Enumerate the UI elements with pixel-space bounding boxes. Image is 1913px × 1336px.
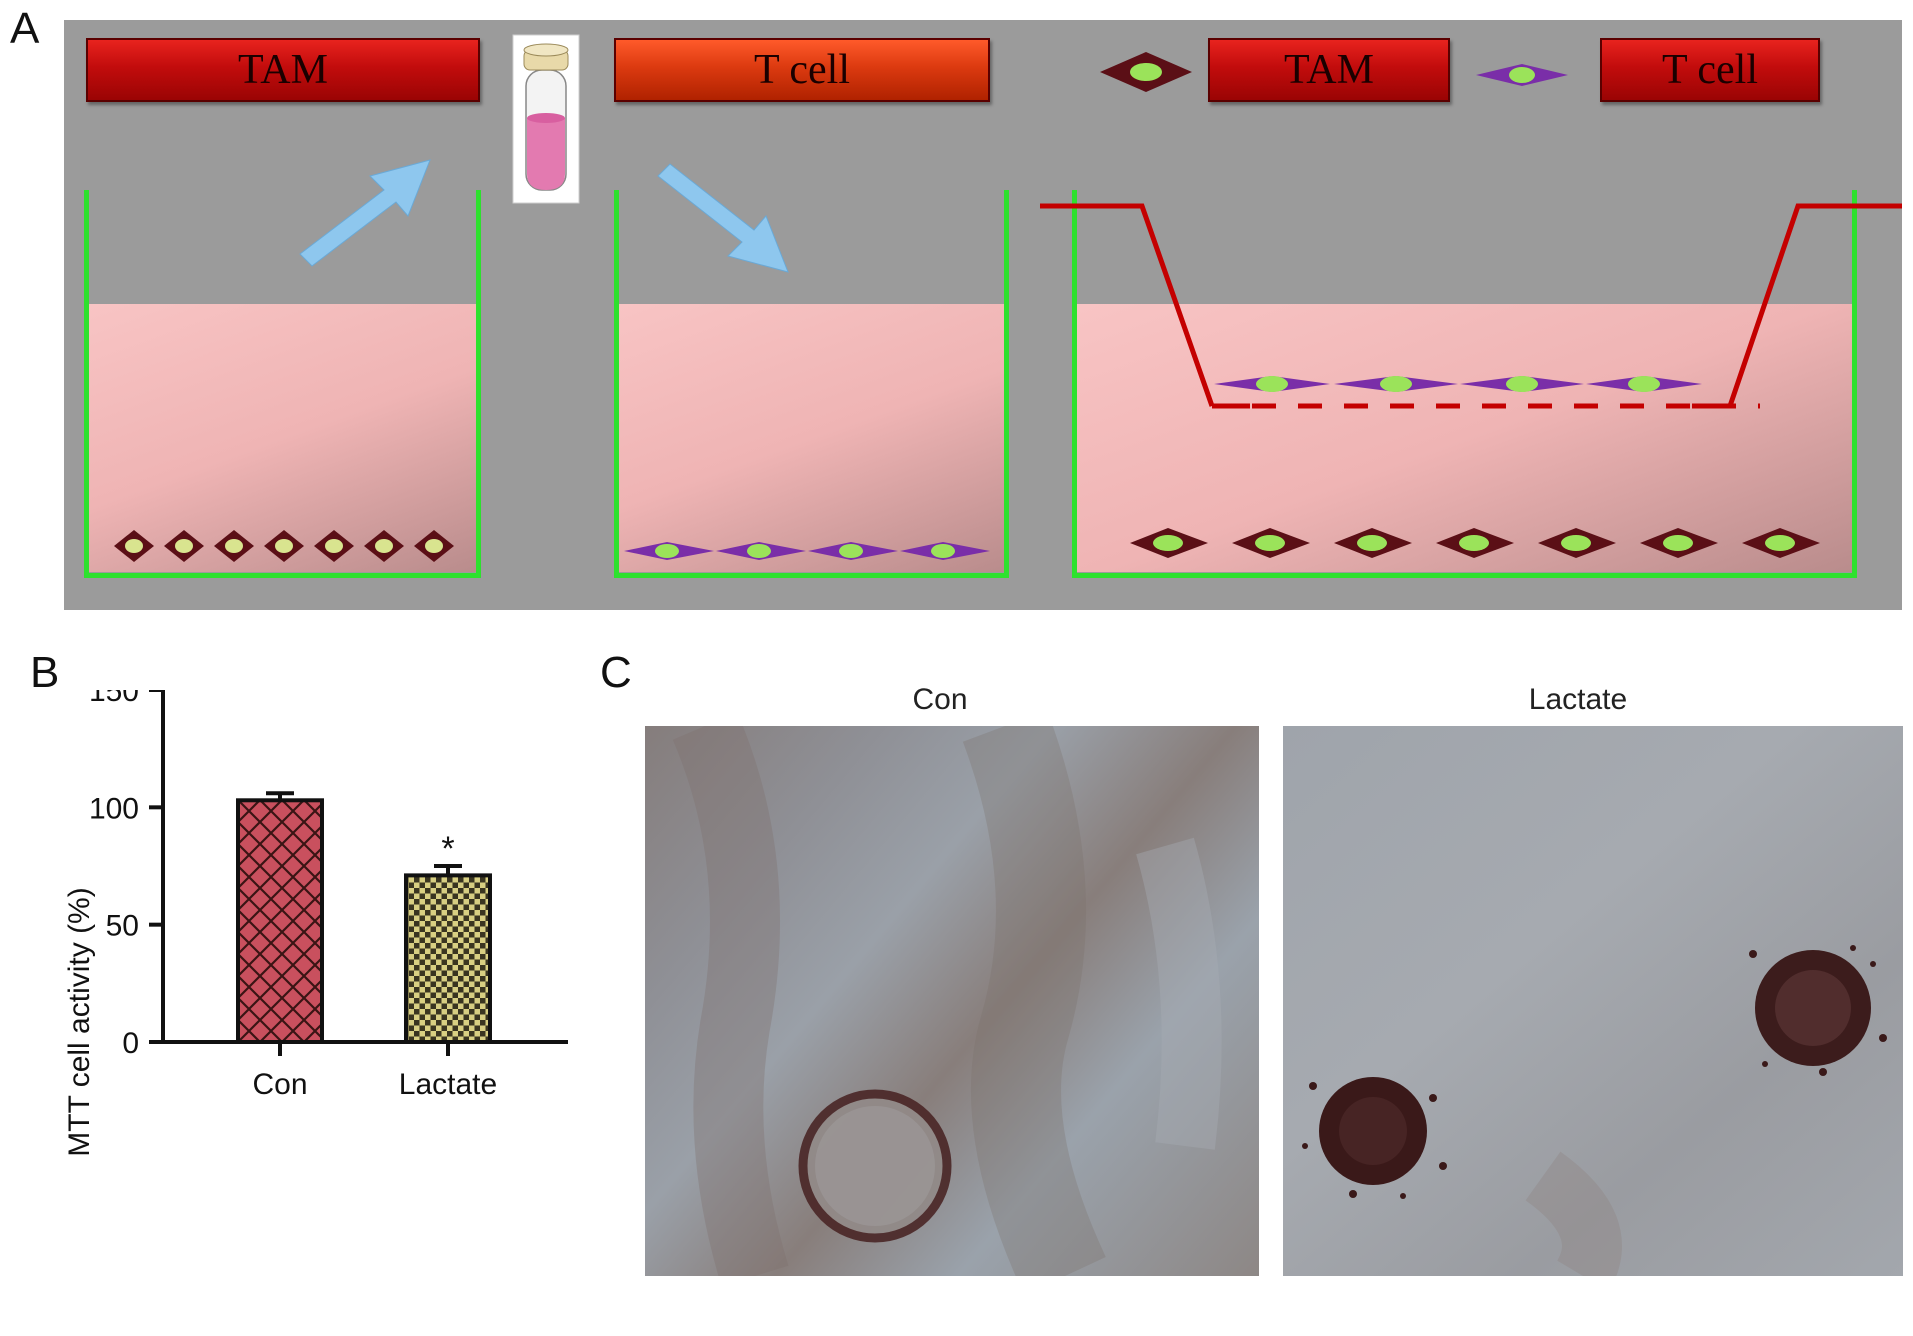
banner-tam-2: TAM [1208, 38, 1450, 102]
y-tick-label-2: 100 [89, 792, 139, 825]
image-label-con: Con [912, 683, 968, 716]
significance-marker-lactate: * [441, 830, 454, 868]
bar-lactate [404, 873, 492, 1044]
micrograph-lactate [1283, 726, 1903, 1276]
well-1-right-wall [476, 190, 481, 578]
arrow-up-right-icon [299, 159, 431, 267]
tam-cell-legend-icon [1100, 52, 1192, 92]
well-1-medium [86, 304, 476, 572]
x-tick-label-lactate: Lactate [399, 1068, 497, 1101]
well-3-medium [1076, 304, 1854, 572]
conditioned-medium-tube-icon [512, 34, 580, 204]
y-tick-label-3: 150 [89, 690, 139, 708]
coculture-schematic: TAM T cell TAM T cell [64, 20, 1902, 610]
y-tick-label-0: 0 [122, 1027, 139, 1060]
bar-con [236, 798, 324, 1044]
panel-label-b: B [30, 648, 60, 697]
well-3-right-wall [1852, 190, 1857, 578]
well-3-tam-cells [1130, 528, 1820, 558]
x-tick-label-con: Con [252, 1068, 307, 1101]
banner-tcell-2: T cell [1600, 38, 1820, 102]
panel-label-c: C [600, 648, 632, 697]
banner-tcell-1: T cell [614, 38, 990, 102]
well-2-medium [616, 304, 1004, 572]
t-cell-legend-icon [1476, 64, 1568, 86]
y-tick-label-1: 50 [106, 910, 139, 943]
well-2-bottom [614, 573, 1009, 578]
arrow-down-right-icon [657, 163, 789, 273]
well-1-bottom [84, 573, 481, 578]
transwell-insert [1040, 203, 1902, 409]
well-2-right-wall [1004, 190, 1009, 578]
well-1-tam-cells [114, 530, 454, 562]
well-1-left-wall [84, 190, 89, 578]
well-2-left-wall [614, 190, 619, 578]
banner-tam-1: TAM [86, 38, 480, 102]
panel-label-a: A [10, 4, 40, 53]
well-2-t-cells [624, 542, 990, 560]
image-label-lactate: Lactate [1528, 683, 1628, 716]
well-3-bottom [1072, 573, 1857, 578]
y-axis-label: MTT cell activity (%) [63, 887, 96, 1157]
micrograph-con [645, 726, 1259, 1276]
well-3-left-wall [1072, 190, 1077, 578]
